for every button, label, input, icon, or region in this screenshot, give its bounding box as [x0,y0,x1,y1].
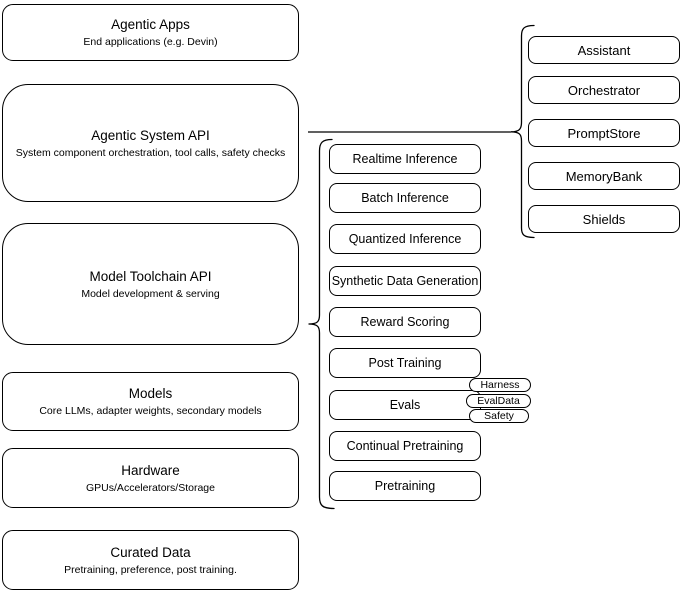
node-subtitle: Model development & serving [81,287,220,300]
node-models: Models Core LLMs, adapter weights, secon… [2,372,299,431]
node-subtitle: System component orchestration, tool cal… [15,146,286,159]
tag-label: Harness [480,379,520,391]
node-synthetic-data-generation: Synthetic Data Generation [329,266,481,296]
node-label: Orchestrator [567,82,641,98]
tag-evaldata: EvalData [466,394,531,408]
node-title: Agentic Apps [111,17,190,32]
tag-label: EvalData [477,395,520,407]
node-label: Shields [582,211,626,227]
node-title: Model Toolchain API [89,268,212,284]
node-orchestrator: Orchestrator [528,76,680,104]
node-evals: Evals [329,390,481,420]
toolchain-group-brace [308,138,335,510]
node-post-training: Post Training [329,348,481,378]
node-label: Reward Scoring [360,315,450,329]
node-subtitle: End applications (e.g. Devin) [83,36,218,48]
node-label: Realtime Inference [352,152,458,166]
node-assistant: Assistant [528,36,680,64]
node-label: Post Training [368,356,442,370]
tag-harness: Harness [469,378,531,392]
node-model-toolchain-api: Model Toolchain API Model development & … [2,223,299,345]
node-subtitle: Core LLMs, adapter weights, secondary mo… [39,405,262,417]
node-title: Agentic System API [91,127,210,143]
node-title: Models [128,386,173,401]
node-label: Synthetic Data Generation [331,274,479,288]
node-hardware: Hardware GPUs/Accelerators/Storage [2,448,299,508]
node-label: Pretraining [374,479,436,493]
system-group-brace [510,24,535,239]
node-label: MemoryBank [565,168,643,184]
node-label: Evals [389,398,421,412]
node-pretraining: Pretraining [329,471,481,501]
node-realtime-inference: Realtime Inference [329,144,481,174]
tag-safety: Safety [469,409,529,423]
node-label: PromptStore [567,125,641,141]
node-label: Continual Pretraining [346,439,464,453]
node-agentic-apps: Agentic Apps End applications (e.g. Devi… [2,4,299,61]
node-agentic-system-api: Agentic System API System component orch… [2,84,299,202]
tag-label: Safety [484,410,514,422]
node-reward-scoring: Reward Scoring [329,307,481,337]
node-continual-pretraining: Continual Pretraining [329,431,481,461]
node-quantized-inference: Quantized Inference [329,224,481,254]
node-title: Hardware [121,462,180,478]
node-subtitle: Pretraining, preference, post training. [64,563,237,576]
node-label: Batch Inference [361,191,449,205]
node-promptstore: PromptStore [528,119,680,147]
node-label: Quantized Inference [348,232,462,246]
node-memorybank: MemoryBank [528,162,680,190]
node-shields: Shields [528,205,680,233]
node-batch-inference: Batch Inference [329,183,481,213]
node-curated-data: Curated Data Pretraining, preference, po… [2,530,299,590]
node-label: Assistant [577,42,631,58]
node-title: Curated Data [110,544,191,560]
node-subtitle: GPUs/Accelerators/Storage [86,481,215,494]
